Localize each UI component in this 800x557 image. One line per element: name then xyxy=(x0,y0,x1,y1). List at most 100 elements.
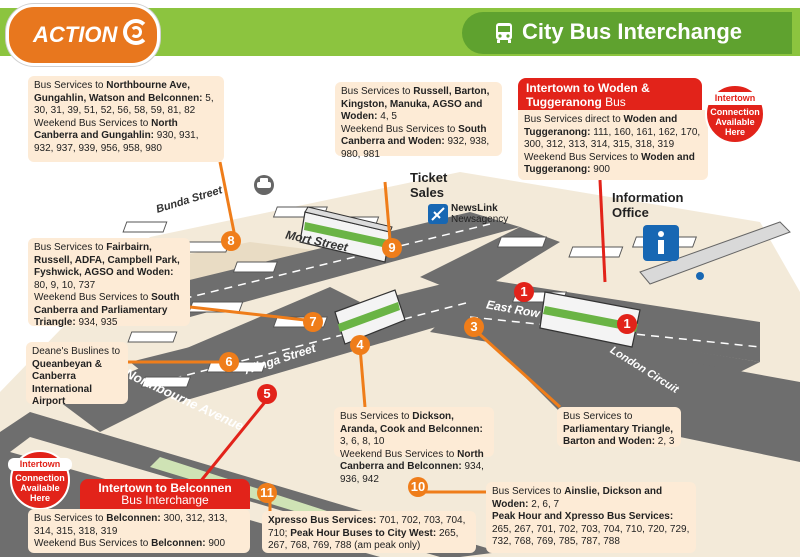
stop-9-badge[interactable]: 9 xyxy=(382,238,402,258)
map-area: Bunda Street Mort Street Alinga Street N… xyxy=(0,62,800,557)
info-box-stop-6: Deane's Buslines to Queanbeyan & Canberr… xyxy=(26,342,128,407)
information-office-label: Information Office xyxy=(612,190,684,220)
stop-11-badge[interactable]: 11 xyxy=(257,483,277,503)
text: Weekend Bus Services to xyxy=(34,117,152,129)
leader-lines xyxy=(80,161,562,522)
destination-text: Russell, Barton, Kingston, Manuka, AGSO … xyxy=(341,86,490,122)
info-box-stop-5-header: Intertown to Belconnen Bus Interchange xyxy=(80,479,250,509)
destination-text: Belconnen: xyxy=(151,538,206,549)
taxi-icon xyxy=(254,175,274,195)
bus-graphic-alinga xyxy=(334,289,406,345)
header-text: Bus Interchange xyxy=(121,493,209,507)
destination-text: Peak Hour Buses to City West: xyxy=(290,527,437,539)
newslink-name: NewsLink xyxy=(451,203,498,214)
header: ACTION City Bus Interchange xyxy=(0,0,800,66)
info-box-stop-11: Xpresso Bus Services: 701, 702, 703, 704… xyxy=(262,511,476,553)
header-text: Intertown to Woden & xyxy=(526,81,650,95)
bus-graphic-east-row xyxy=(539,291,641,348)
destination-text: Parliamentary Triangle, Barton and Woden… xyxy=(563,423,674,448)
stop-6-badge[interactable]: 6 xyxy=(219,352,239,372)
text: Bus Services to xyxy=(341,86,414,97)
destination-text: Xpresso Bus Services: xyxy=(268,515,377,526)
text: Weekend Bus Services to xyxy=(341,123,459,135)
stop-8-badge[interactable]: 8 xyxy=(221,231,241,251)
page-title: City Bus Interchange xyxy=(522,19,743,44)
bus-graphic-mort xyxy=(299,206,393,263)
text: Bus Services to xyxy=(34,242,107,253)
routes-text: 80, 9, 10, 737 xyxy=(34,279,96,291)
destination-text: North Canberra and Gungahlin: xyxy=(34,117,178,142)
action-logo-swirl-inner-icon xyxy=(130,26,142,38)
routes-text: 300, 312, 313, 314, 315, 318, 319 xyxy=(34,513,228,537)
routes-text: 900 xyxy=(590,164,610,175)
text: Bus Services to xyxy=(34,80,107,91)
text: Weekend Bus Services to xyxy=(524,151,642,163)
road-london-circuit xyxy=(470,322,800,462)
routes-text: 265, 267, 701, 702, 703, 704, 710, 720, … xyxy=(492,523,690,548)
text: Deane's Buslines to xyxy=(32,346,121,357)
routes-text: 265, 267, 768, 769, 788 (am peak only) xyxy=(268,527,459,552)
text: Weekend Bus Services to xyxy=(34,538,152,549)
text: Bus Services to xyxy=(492,486,565,497)
header-text: Tuggeranong xyxy=(526,95,602,109)
info-box-stop-5: Bus Services to Belconnen: 300, 312, 313… xyxy=(28,509,250,553)
destination-text: Belconnen: xyxy=(106,513,161,524)
destination-text: South Canberra and Woden: xyxy=(341,123,487,148)
stop-5-badge[interactable]: 5 xyxy=(257,384,277,404)
newslink-logo-icon xyxy=(428,204,448,224)
info-box-stop-4: Bus Services to Dickson, Aranda, Cook an… xyxy=(334,407,494,485)
routes-text: 701, 702, 703, 704, 710; xyxy=(268,515,466,539)
info-box-stop-1-header: Intertown to Woden & Tuggeranong Bus Int… xyxy=(518,78,702,123)
road-marking xyxy=(159,301,471,383)
info-box-stop-10: Bus Services to Ainslie, Dickson and Wod… xyxy=(486,482,696,553)
stop-3-badge[interactable]: 3 xyxy=(464,317,484,337)
intertown-badge-title: Intertown xyxy=(703,92,767,105)
destination-text: Dickson, Aranda, Cook and Belconnen: xyxy=(340,411,483,435)
action-logo[interactable]: ACTION xyxy=(6,4,160,66)
routes-text: 930, 931, 932, 937, 939, 956, 958, 980 xyxy=(34,130,199,154)
text: Weekend Bus Services to xyxy=(34,292,152,303)
newsagency-name: Newsagency xyxy=(451,214,509,225)
leader-lines-red xyxy=(198,179,607,483)
routes-text: 934, 936, 942 xyxy=(340,461,484,485)
destination-text: Woden and Tuggeranong: xyxy=(524,151,695,176)
routes-text: 2, 6, 7 xyxy=(528,498,560,510)
newslink-label: NewsLink Newsagency xyxy=(451,203,508,225)
text: Bus Services to xyxy=(340,411,413,422)
stop-4-badge[interactable]: 4 xyxy=(350,335,370,355)
info-box-stop-7: Bus Services to Fairbairn, Russell, ADFA… xyxy=(28,238,190,328)
intertown-badge-title: Intertown xyxy=(8,458,72,471)
info-box-stop-8: Bus Services to Northbourne Ave, Gungahl… xyxy=(28,76,224,162)
stop-7-badge[interactable]: 7 xyxy=(303,312,323,332)
routes-text: 2, 3 xyxy=(655,436,675,447)
text: Weekend Bus Services to xyxy=(340,448,458,460)
road-bunda-mort xyxy=(140,212,520,317)
destination-text: Woden and Tuggeranong: xyxy=(524,114,678,138)
stop-1b-badge[interactable]: 1 xyxy=(617,314,637,334)
routes-text: 111, 160, 161, 162, 170, 300, 312, 313, … xyxy=(524,126,701,151)
routes-text: 5, 30, 31, 39, 51, 52, 56, 58, 59, 81, 8… xyxy=(34,92,214,117)
stop-10-badge[interactable]: 10 xyxy=(408,477,428,497)
bus-icon xyxy=(496,23,512,43)
destination-text: North Canberra and Belconnen: xyxy=(340,448,484,473)
info-box-stop-3: Bus Services to Parliamentary Triangle, … xyxy=(557,407,681,447)
destination-text: Ainslie, Dickson and Woden: xyxy=(492,486,663,510)
destination-text: South Canberra and Parliamentary Triangl… xyxy=(34,292,180,328)
information-office-building xyxy=(639,221,791,285)
title-pill: City Bus Interchange xyxy=(462,12,792,54)
routes-text: 932, 938, 980, 981 xyxy=(341,136,490,160)
routes-text: 4, 5 xyxy=(377,111,397,122)
text: Bus Services to xyxy=(34,513,107,524)
routes-text: 934, 935 xyxy=(75,317,118,328)
destination-text: Northbourne Ave, Gungahlin, Watson and B… xyxy=(34,80,203,104)
info-box-stop-1: Bus Services direct to Woden and Tuggera… xyxy=(518,110,708,180)
logo-text: ACTION xyxy=(33,22,118,47)
destination-text: Queanbeyan & Canberra International Airp… xyxy=(32,358,103,408)
stop-1a-badge[interactable]: 1 xyxy=(514,282,534,302)
text: Bus Services to xyxy=(563,411,633,422)
header-text: Intertown to Belconnen xyxy=(98,481,232,495)
